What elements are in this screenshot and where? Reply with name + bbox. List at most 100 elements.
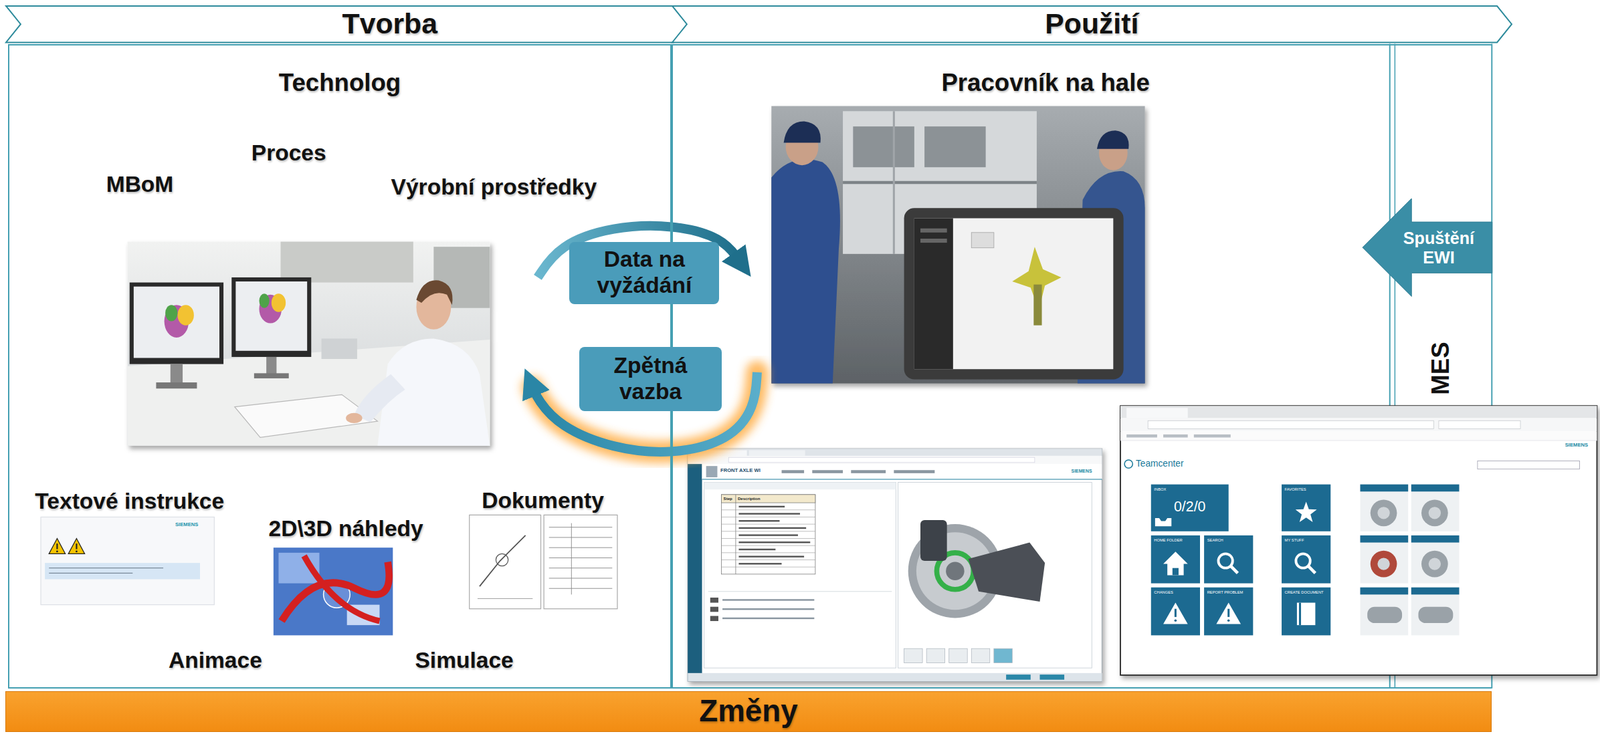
3d-preview-thumbnail [281, 562, 390, 622]
instruction-thumbnail [68, 538, 85, 554]
role-panel: Technolog [8, 44, 672, 689]
work-instruction-screenshot [920, 520, 948, 562]
label-anchor: Proces [251, 140, 327, 167]
label-anchor: Step [723, 496, 733, 502]
teamcenter-screenshot [1411, 535, 1460, 544]
shopfloor-photo [852, 126, 915, 168]
work-instruction-screenshot [735, 494, 736, 575]
label-anchor: 0/2/0 [1173, 498, 1206, 516]
label-anchor: MBoM [106, 171, 174, 198]
teamcenter-screenshot [1147, 420, 1434, 429]
tile-caption: MY STUFF [1284, 538, 1305, 544]
label-anchor: SIEMENS [1071, 468, 1093, 475]
work-instruction-screenshot [721, 524, 816, 526]
work-instruction-screenshot [738, 527, 807, 530]
document-thumbnail [477, 598, 533, 600]
system-name: MES [1426, 342, 1455, 396]
tile-caption: SEARCH [1207, 538, 1224, 544]
role-heading: Technolog [9, 68, 671, 97]
table-header: Description [737, 496, 761, 502]
work-instruction-screenshot [945, 562, 964, 581]
teamcenter-screenshot [1367, 607, 1403, 624]
label-anchor: Výrobní prostředky [391, 174, 598, 201]
teamcenter-screenshot [1126, 434, 1158, 439]
teamcenter-screenshot [1360, 587, 1409, 637]
instruction-thumbnail [40, 517, 215, 605]
instruction-thumbnail [40, 517, 215, 605]
chevron-shape [672, 6, 1512, 43]
office-photo [129, 282, 224, 365]
3d-preview-thumbnail [273, 547, 393, 636]
document-thumbnail [495, 553, 508, 566]
instruction-thumbnail [48, 538, 65, 554]
work-instruction-screenshot [1006, 674, 1031, 681]
teamcenter-screenshot [1151, 587, 1200, 637]
teamcenter-screenshot [1163, 434, 1188, 439]
tile-caption: CHANGES [1153, 590, 1174, 596]
teamcenter-screenshot [1120, 406, 1597, 419]
work-instruction-screenshot [721, 494, 816, 575]
teamcenter-screenshot [1204, 535, 1253, 584]
shopfloor-photo [971, 232, 994, 249]
work-instruction-screenshot [749, 450, 806, 457]
teamcenter-screenshot [1370, 551, 1398, 578]
label-anchor: REPORT PROBLEM [1207, 590, 1244, 596]
teamcenter-screenshot [1120, 418, 1597, 432]
office-photo [127, 242, 491, 447]
label-anchor: Dokumenty [481, 488, 605, 515]
work-instruction-screenshot [738, 520, 780, 522]
instruction-thumbnail [75, 543, 77, 550]
edge-label-box: Data na vyžádání [569, 242, 720, 305]
work-instruction-screenshot [738, 541, 811, 544]
teamcenter-screenshot [1295, 502, 1318, 523]
label-anchor: Simulace [414, 648, 514, 675]
teamcenter-screenshot [1411, 587, 1460, 637]
chevron-shape [6, 6, 689, 43]
document-thumbnail [571, 523, 572, 596]
document-thumbnail [469, 515, 542, 609]
teamcenter-screenshot [1377, 557, 1390, 570]
teamcenter-screenshot [1421, 500, 1449, 528]
teamcenter-screenshot [1227, 609, 1230, 618]
office-photo [254, 373, 289, 379]
work-instruction-screenshot [728, 457, 1035, 463]
teamcenter-screenshot [1411, 587, 1460, 596]
shopfloor-photo [771, 159, 841, 384]
work-instruction-screenshot [721, 552, 816, 554]
office-photo [231, 277, 312, 358]
office-photo [177, 305, 194, 326]
teamcenter-screenshot [1296, 603, 1316, 627]
phase-chevron: Tvorba [5, 5, 689, 43]
aspect-label: Proces [251, 140, 327, 167]
teamcenter-screenshot [1155, 518, 1172, 527]
teamcenter-screenshot [1227, 619, 1231, 623]
shopfloor-photo [920, 228, 948, 233]
band-title: Změny [698, 694, 798, 730]
work-instruction-screenshot [702, 478, 1103, 480]
instruction-thumbnail [48, 573, 133, 574]
teamcenter-screenshot [1230, 566, 1239, 574]
office-photo [170, 364, 183, 386]
work-instruction-screenshot [722, 599, 815, 601]
teamcenter-screenshot [1204, 587, 1253, 637]
role-panel: Pracovník na hale [671, 44, 1390, 689]
work-instruction-screenshot [706, 466, 718, 478]
work-instruction-screenshot [721, 567, 816, 568]
instruction-thumbnail [56, 551, 59, 554]
work-instruction-screenshot [704, 482, 897, 669]
label-anchor: Teamcenter [1135, 458, 1184, 470]
teamcenter-screenshot [1193, 434, 1231, 439]
screen-title: FRONT AXLE WI [720, 468, 761, 475]
shopfloor-photo [914, 218, 954, 370]
edge-label: Data na vyžádání [575, 246, 713, 299]
teamcenter-screenshot [1120, 431, 1597, 441]
teamcenter-screenshot [1438, 420, 1521, 429]
teamcenter-screenshot [1281, 587, 1331, 637]
teamcenter-screenshot [1411, 484, 1460, 532]
app-title: Teamcenter [1135, 458, 1184, 470]
system-strip: MES [1389, 44, 1493, 689]
teamcenter-screenshot [1377, 507, 1390, 520]
label-anchor: Animace [168, 648, 263, 675]
teamcenter-screenshot [1428, 557, 1441, 570]
